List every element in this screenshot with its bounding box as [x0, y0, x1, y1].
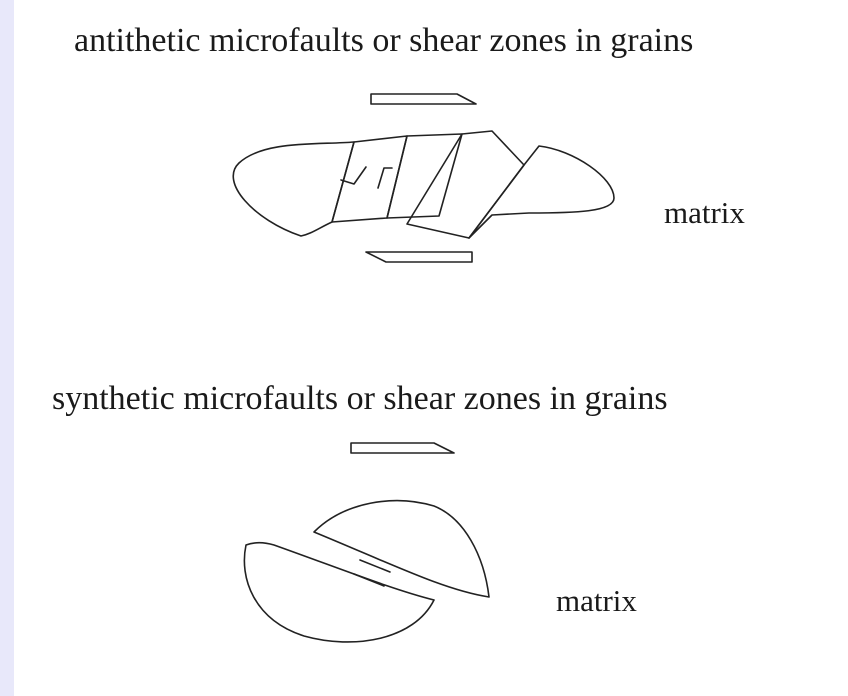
shear-diagram: [14, 0, 848, 696]
matrix-label-top: matrix: [664, 195, 745, 231]
matrix-label-bottom: matrix: [556, 583, 637, 619]
top-shear-arrow-upper: [371, 94, 476, 104]
top-shear-arrow-lower: [366, 252, 472, 262]
antithetic-block-5: [469, 146, 614, 238]
antithetic-block-3: [387, 134, 462, 218]
bottom-shear-arrow-upper: [351, 443, 454, 453]
synthetic-slip-mark-bottom: [354, 574, 384, 586]
synthetic-grain-upper: [314, 501, 489, 597]
antithetic-slip-mark-right: [378, 168, 392, 188]
figure-panel: antithetic microfaults or shear zones in…: [14, 0, 848, 696]
synthetic-grain-lower: [244, 543, 434, 642]
synthetic-title: synthetic microfaults or shear zones in …: [52, 380, 668, 418]
antithetic-block-4: [407, 131, 524, 238]
